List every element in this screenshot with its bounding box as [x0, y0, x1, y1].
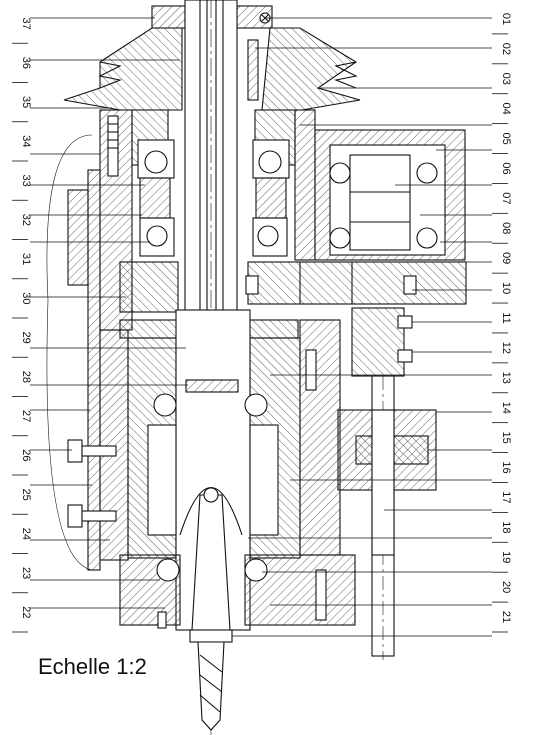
part-label-left-24: 24 — [20, 528, 32, 540]
left-label-column: 37 36 35 34 33 32 31 30 29 28 27 26 25 24 23 22 — [12, 18, 32, 633]
part-label-right-08: 08 — [500, 222, 512, 234]
part-label-right-09: 09 — [500, 252, 512, 264]
part-label-left-22: 22 — [20, 606, 32, 618]
part-label-right-18: 18 — [500, 521, 512, 533]
part-label-right-17: 17 — [500, 491, 512, 503]
part-label-left-29: 29 — [20, 332, 32, 344]
part-label-left-30: 30 — [20, 292, 32, 304]
scale-caption: Echelle 1:2 — [38, 654, 147, 679]
part-label-right-05: 05 — [500, 132, 512, 144]
part-label-left-25: 25 — [20, 489, 32, 501]
part-label-right-20: 20 — [500, 581, 512, 593]
spindle-assembly — [30, 0, 492, 735]
part-label-left-27: 27 — [20, 410, 32, 422]
part-label-left-31: 31 — [20, 253, 32, 265]
part-label-right-13: 13 — [500, 372, 512, 384]
part-label-left-36: 36 — [20, 57, 32, 69]
part-label-right-03: 03 — [500, 73, 512, 85]
part-label-right-10: 10 — [500, 282, 512, 294]
part-label-right-07: 07 — [500, 192, 512, 204]
part-label-right-06: 06 — [500, 162, 512, 174]
part-label-left-28: 28 — [20, 371, 32, 383]
part-label-right-14: 14 — [500, 402, 512, 414]
part-label-left-33: 33 — [20, 175, 32, 187]
part-label-right-02: 02 — [500, 43, 512, 55]
part-label-right-04: 04 — [500, 103, 512, 115]
part-label-left-23: 23 — [20, 567, 32, 579]
part-label-right-11: 11 — [500, 312, 512, 323]
part-label-right-19: 19 — [500, 551, 512, 563]
part-label-right-21: 21 — [500, 611, 512, 623]
part-label-left-32: 32 — [20, 214, 32, 226]
part-label-left-26: 26 — [20, 449, 32, 461]
part-label-right-15: 15 — [500, 431, 512, 443]
part-label-left-37: 37 — [20, 18, 32, 30]
part-label-right-16: 16 — [500, 461, 512, 473]
part-label-left-34: 34 — [20, 135, 32, 147]
part-label-left-35: 35 — [20, 96, 32, 108]
part-label-right-01: 01 — [500, 13, 512, 25]
right-label-column: 01 02 03 04 05 06 07 08 09 10 11 12 13 14 15 16 17 18 19 20… — [492, 13, 512, 633]
part-label-right-12: 12 — [500, 342, 512, 354]
